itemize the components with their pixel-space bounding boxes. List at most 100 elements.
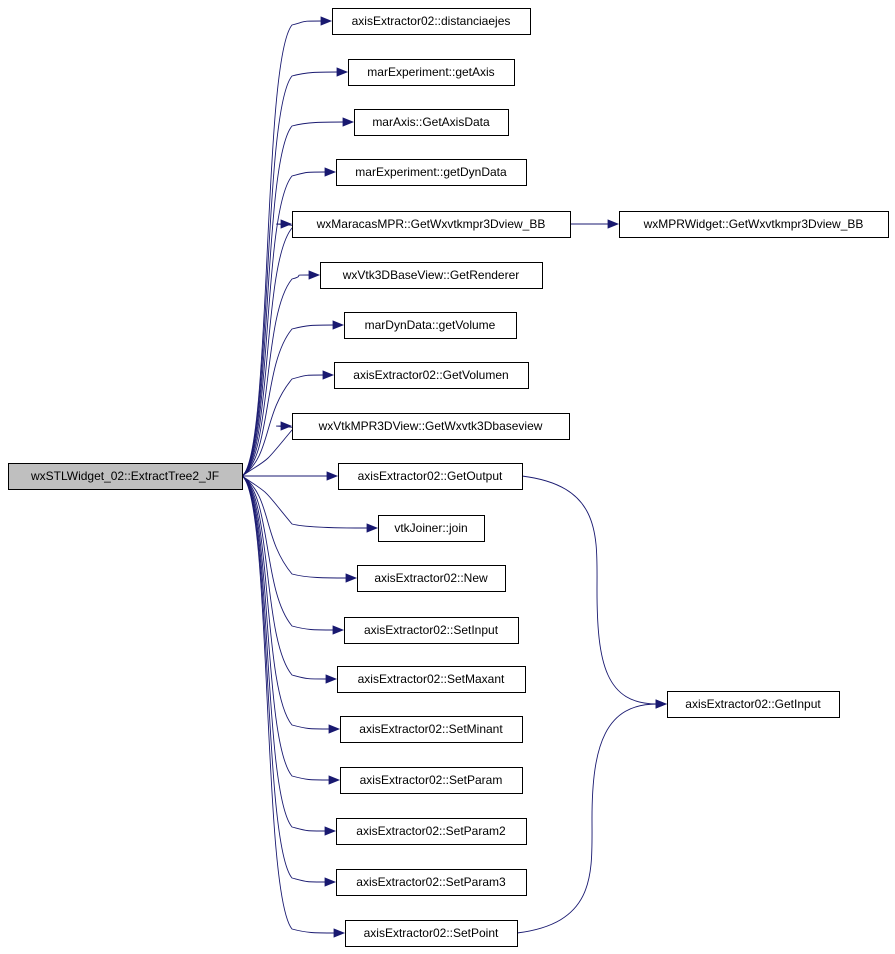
node-label: axisExtractor02::GetOutput: [358, 469, 503, 483]
node-label: marDynData::getVolume: [365, 318, 496, 332]
node-label: axisExtractor02::SetParam: [360, 773, 503, 787]
node-label: wxMaracasMPR::GetWxvtkmpr3Dview_BB: [316, 217, 546, 231]
arrowhead-icon: [325, 674, 338, 684]
node-GetWxvtk3Dbaseview[interactable]: wxVtkMPR3DView::GetWxvtk3Dbaseview: [292, 413, 570, 440]
node-box: [337, 666, 526, 693]
node-label: vtkJoiner::join: [394, 521, 467, 535]
arrowhead-icon: [320, 16, 333, 26]
edge-root-to-SetMinant: [241, 475, 341, 734]
node-SetMinant[interactable]: axisExtractor02::SetMinant: [340, 716, 523, 743]
arrowhead-icon: [332, 320, 345, 330]
node-label: marExperiment::getDynData: [355, 165, 507, 179]
node-getAxis[interactable]: marExperiment::getAxis: [348, 59, 515, 86]
arrowhead-icon: [324, 877, 337, 887]
edge-line: [241, 475, 348, 579]
node-distanciaejes[interactable]: axisExtractor02::distanciaejes: [332, 8, 531, 35]
edge-root-to-New: [241, 475, 358, 583]
node-box: [8, 463, 243, 490]
edge-root-to-GetVolumen: [241, 370, 335, 477]
node-label: axisExtractor02::GetVolumen: [353, 368, 508, 382]
node-GetOutput[interactable]: axisExtractor02::GetOutput: [338, 463, 523, 490]
node-SetInput[interactable]: axisExtractor02::SetInput: [344, 617, 519, 644]
arrowhead-icon: [345, 573, 358, 583]
edge-line: [241, 475, 331, 730]
edge-root-to-SetParam2: [241, 475, 337, 836]
node-box: [336, 869, 527, 896]
arrowhead-icon: [328, 775, 341, 785]
edge-line: [241, 71, 339, 477]
node-getVolume[interactable]: marDynData::getVolume: [344, 312, 517, 339]
node-label: axisExtractor02::SetParam2: [356, 824, 506, 838]
node-label: axisExtractor02::SetMaxant: [358, 672, 505, 686]
edge-GetOutput-to-GetInput: [521, 475, 668, 709]
node-label: wxVtkMPR3DView::GetWxvtk3Dbaseview: [318, 419, 543, 433]
node-SetMaxant[interactable]: axisExtractor02::SetMaxant: [337, 666, 526, 693]
arrowhead-icon: [280, 219, 293, 229]
node-box: [354, 109, 509, 136]
arrowhead-icon: [607, 219, 620, 229]
edge-root-to-SetPoint: [241, 475, 346, 938]
edge-root-to-SetMaxant: [241, 475, 338, 684]
node-GetVolumen[interactable]: axisExtractor02::GetVolumen: [334, 362, 529, 389]
node-SetParam3[interactable]: axisExtractor02::SetParam3: [336, 869, 527, 896]
node-label: wxMPRWidget::GetWxvtkmpr3Dview_BB: [643, 217, 864, 231]
node-GetRenderer[interactable]: wxVtk3DBaseView::GetRenderer: [320, 262, 543, 289]
node-label: wxVtk3DBaseView::GetRenderer: [342, 268, 520, 282]
edge-root-to-GetRenderer: [241, 270, 321, 477]
arrowhead-icon: [336, 67, 349, 77]
node-mprBB[interactable]: wxMaracasMPR::GetWxvtkmpr3Dview_BB: [292, 211, 571, 238]
node-box: [344, 312, 517, 339]
arrowhead-icon: [333, 928, 346, 938]
node-SetParam[interactable]: axisExtractor02::SetParam: [340, 767, 523, 794]
node-box: [336, 159, 527, 186]
node-root[interactable]: wxSTLWidget_02::ExtractTree2_JF: [8, 463, 243, 490]
node-box: [344, 617, 519, 644]
edge-root-to-getDynData: [241, 167, 337, 477]
node-getDynData[interactable]: marExperiment::getDynData: [336, 159, 527, 186]
node-New[interactable]: axisExtractor02::New: [357, 565, 506, 592]
edge-root-to-GetAxisData: [241, 117, 355, 477]
edge-line: [241, 171, 327, 477]
node-GetInput[interactable]: axisExtractor02::GetInput: [667, 691, 840, 718]
node-label: axisExtractor02::SetMinant: [359, 722, 503, 736]
node-label: wxSTLWidget_02::ExtractTree2_JF: [30, 469, 219, 483]
node-label: axisExtractor02::SetInput: [364, 623, 499, 637]
node-join[interactable]: vtkJoiner::join: [378, 515, 485, 542]
arrowhead-icon: [328, 724, 341, 734]
edge-root-to-GetOutput: [242, 471, 339, 481]
edge-line: [241, 475, 336, 934]
node-box: [348, 59, 515, 86]
edge-line: [241, 324, 335, 477]
edge-line: [241, 475, 328, 680]
edge-SetPoint-to-GetInput: [516, 699, 668, 934]
arrowhead-icon: [655, 699, 668, 709]
node-box: [292, 413, 570, 440]
node-box: [378, 515, 485, 542]
edge-line: [241, 20, 323, 477]
node-SetPoint[interactable]: axisExtractor02::SetPoint: [345, 920, 518, 947]
node-widgetBB[interactable]: wxMPRWidget::GetWxvtkmpr3Dview_BB: [619, 211, 889, 238]
node-label: axisExtractor02::distanciaejes: [352, 14, 511, 28]
edge-line: [241, 121, 345, 477]
arrowhead-icon: [366, 523, 379, 533]
node-SetParam2[interactable]: axisExtractor02::SetParam2: [336, 818, 527, 845]
node-box: [345, 920, 518, 947]
edge-line: [241, 475, 369, 529]
edge-line: [241, 475, 335, 631]
edge-line: [516, 703, 658, 934]
node-box: [336, 818, 527, 845]
node-box: [332, 8, 531, 35]
arrowhead-icon: [324, 167, 337, 177]
edge-root-to-mprBB: [241, 219, 296, 477]
node-label: axisExtractor02::SetPoint: [364, 926, 499, 940]
edge-root-to-join: [241, 475, 379, 533]
arrowhead-icon: [308, 270, 321, 280]
node-box: [334, 362, 529, 389]
node-label: axisExtractor02::GetInput: [685, 697, 821, 711]
node-GetAxisData[interactable]: marAxis::GetAxisData: [354, 109, 509, 136]
node-label: axisExtractor02::New: [374, 571, 488, 585]
node-box: [320, 262, 543, 289]
node-box: [338, 463, 523, 490]
edge-mprBB-to-widgetBB: [570, 219, 620, 229]
